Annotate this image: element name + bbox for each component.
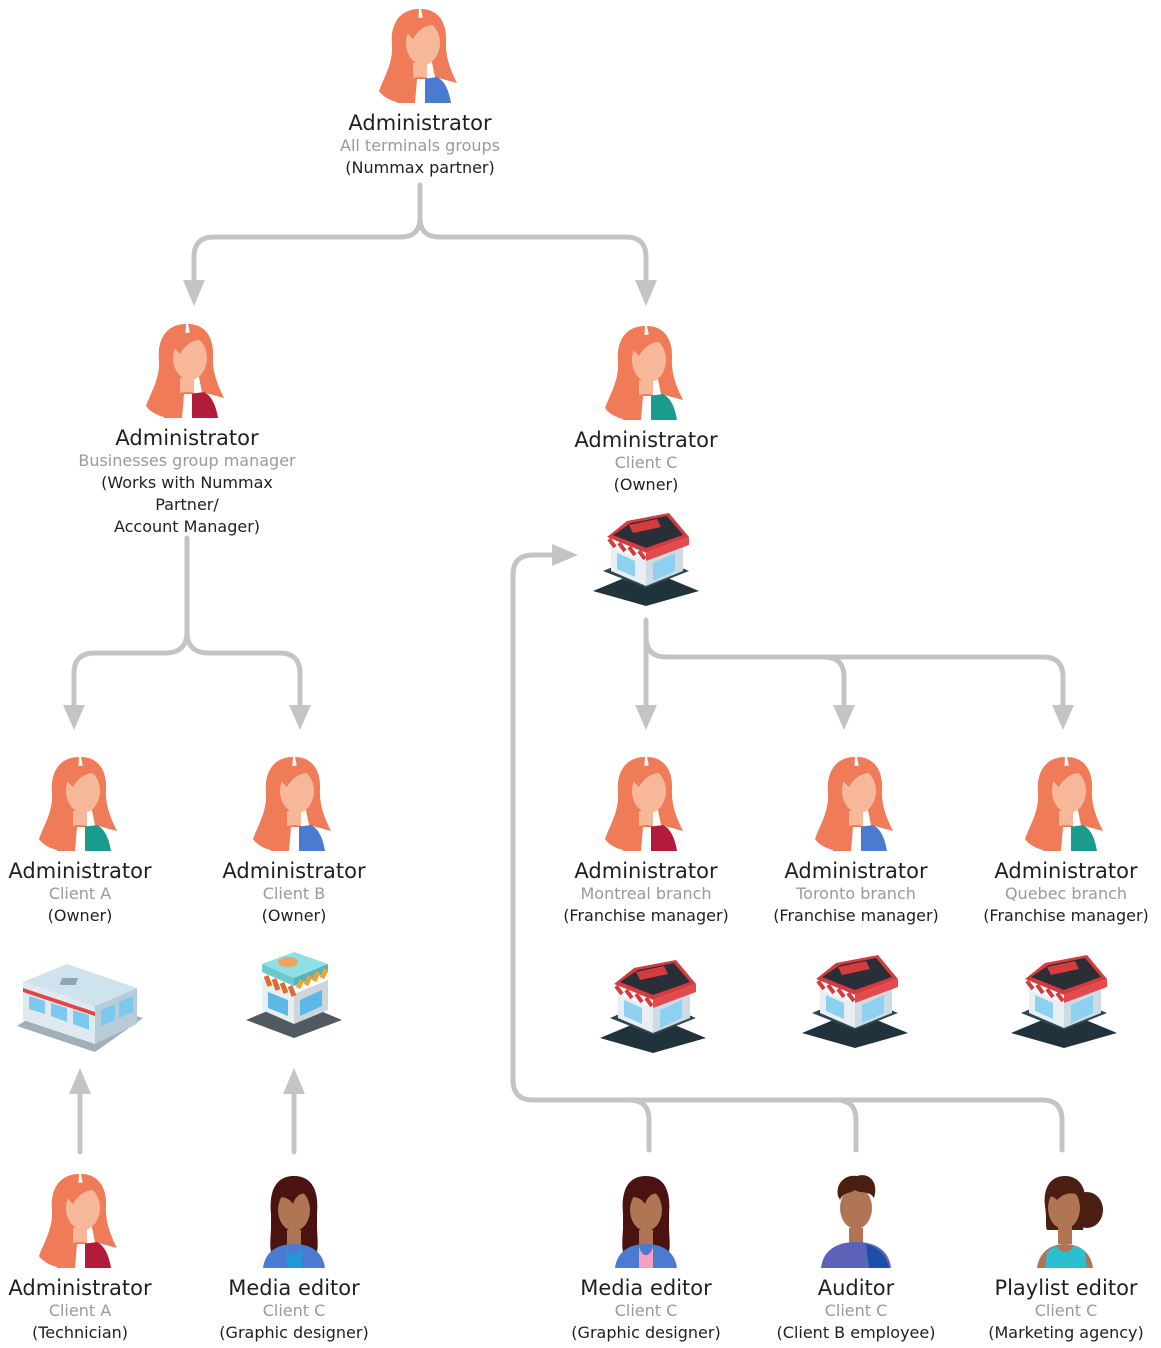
relation-label: (Franchise manager) [563,906,729,925]
scope-label: Businesses group manager [78,451,296,470]
scope-label: Quebec branch [1004,884,1128,903]
role-label: Administrator [8,859,152,883]
arrow-head [289,705,311,730]
relation-label: (Owner) [261,906,327,925]
scope-label: Client C [614,453,678,472]
connector-editors-to-store [510,552,1065,1153]
arrow-head [69,1068,91,1094]
admin-avatar-icon [536,322,756,422]
admin-avatar-icon [184,753,404,853]
office-building-icon [15,948,145,1057]
store-icon [591,511,701,610]
scope-label: Client C [262,1301,326,1320]
arrow-head [283,1068,305,1094]
small-shop-icon [244,950,344,1044]
scope-label: Client A [48,1301,112,1320]
relation-label: (Graphic designer) [571,1323,721,1342]
role-label: Auditor [817,1276,895,1300]
relation-label: (Marketing agency) [988,1323,1144,1342]
auditor-avatar-icon [746,1170,966,1270]
media-editor-avatar-icon [184,1170,404,1270]
connector-store-to-branches [643,617,1066,708]
playlist-editor-avatar-icon [956,1170,1161,1270]
admin-avatar-icon [77,320,297,420]
scope-label: All terminals groups [340,136,500,155]
arrow-head [1052,705,1074,730]
arrow-head [635,705,657,730]
role-label: Administrator [8,1276,152,1300]
role-label: Media editor [228,1276,360,1300]
arrow-head [63,705,85,730]
admin-avatar-icon [746,753,966,853]
relation-label: (Owner) [613,475,679,494]
arrow-head [833,705,855,730]
relation-label: (Technician) [31,1323,129,1342]
arrow-head [635,280,657,306]
admin-avatar-icon [0,753,190,853]
relation-label: (Franchise manager) [983,906,1149,925]
store-icon [800,953,910,1052]
role-label: Playlist editor [994,1276,1138,1300]
relation-label: (Nummax partner) [345,158,495,177]
scope-label: Client A [48,884,112,903]
role-label: Administrator [222,859,366,883]
role-label: Administrator [115,426,259,450]
scope-label: Client C [824,1301,888,1320]
relation-label: (Client B employee) [776,1323,936,1342]
role-label: Administrator [348,111,492,135]
admin-avatar-icon [956,753,1161,853]
connector-root-to-children [191,182,649,283]
store-icon [1009,953,1119,1052]
relation-label: (Owner) [47,906,113,925]
role-label: Administrator [574,428,718,452]
relation-label: Account Manager) [113,517,261,536]
scope-label: Client B [262,884,326,903]
relation-label: (Franchise manager) [773,906,939,925]
admin-avatar-icon [536,753,756,853]
arrow-head [552,544,578,566]
relation-label: (Works with Nummax Partner/ [101,473,273,514]
store-icon [598,958,708,1057]
admin-avatar-icon [310,5,530,105]
connector-bgm-to-clients [71,535,303,708]
relation-label: (Graphic designer) [219,1323,369,1342]
arrow-head [183,280,205,306]
role-label: Media editor [580,1276,712,1300]
scope-label: Toronto branch [796,884,916,903]
media-editor-avatar-icon [536,1170,756,1270]
role-label: Administrator [784,859,928,883]
admin-avatar-icon [0,1170,190,1270]
scope-label: Montreal branch [580,884,712,903]
scope-label: Client C [614,1301,678,1320]
role-label: Administrator [994,859,1138,883]
scope-label: Client C [1034,1301,1098,1320]
role-label: Administrator [574,859,718,883]
